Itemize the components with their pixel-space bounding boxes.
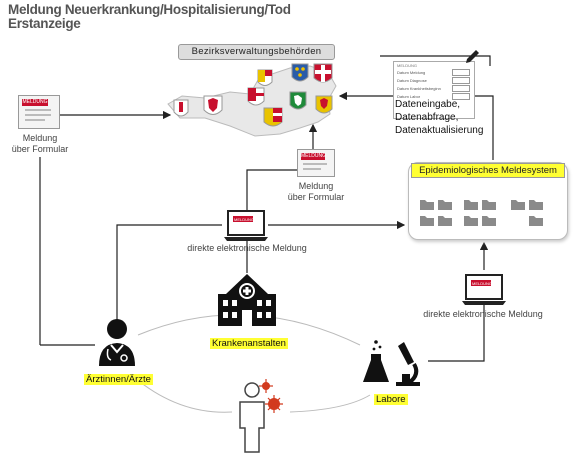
title-line-1: Meldung Neuerkrankung/Hospitalisierung/T… [8,2,291,17]
paper-form-mid: MELDUNG [297,149,335,177]
paper-form-mid-tag: MELDUNG [301,153,327,160]
doctors-label-wrap: Ärztinnen/Ärzte [84,369,153,387]
system-label: Epidemiologisches Meldesystem [411,163,565,178]
paper-form-left-label-2: über Formular [11,144,69,154]
lab-icon [363,340,420,386]
data-form-document: MELDUNG Datum Meldung Datum Diagnose Dat… [393,61,475,119]
coat-salzburg-icon [247,87,265,106]
folder-grid [420,200,543,226]
folder-icon [482,216,496,226]
folder-icon [529,216,543,226]
paper-form-left-tag: MELDUNG [22,99,48,106]
data-operations: Dateneingabe, Datenabfrage, Datenaktuali… [395,98,505,137]
title-line-2: Erstanzeige [8,16,81,31]
line-form-doc [380,55,491,66]
doctor-icon [99,319,135,366]
coat-vienna-icon [313,63,333,83]
coat-burgenland-icon [315,95,333,114]
hospital-icon [218,274,276,326]
folder-icon [529,200,543,210]
coat-carinthia-icon [263,107,283,127]
line-labs-laptop [428,305,485,362]
form-field-2: Datum Diagnose [397,78,427,83]
data-op-entry: Dateneingabe, [395,99,461,110]
coat-styria-icon [289,91,307,110]
curve-left [134,377,233,413]
folder-icon [438,216,452,226]
data-op-update: Datenaktualisierung [395,125,484,136]
folder-icon [438,200,452,210]
laptop-right-icon [462,274,506,305]
folder-icon [482,200,496,210]
paper-form-mid-label-2: über Formular [287,192,345,202]
laptop-mid-icon [224,210,268,241]
arrow-system-authorities [338,91,494,160]
virus-icon [259,379,283,413]
austria-map [167,63,337,137]
coat-lower-austria-icon [291,63,309,82]
hospitals-label: Krankenanstalten [210,338,288,349]
page-title: Meldung Neuerkrankung/Hospitalisierung/T… [8,3,291,31]
data-op-query: Datenabfrage, [395,112,459,123]
folder-icon [511,200,525,210]
form-field-3: Datum Krankheitsbeginn [397,86,441,91]
curve-right [289,394,371,413]
doctors-label: Ärztinnen/Ärzte [84,374,153,385]
line-laptop-form [246,169,300,210]
paper-form-left-label-1: Meldung [22,133,58,143]
authorities-label: Bezirksverwaltungsbehörden [178,44,335,60]
coat-tirol-icon [203,95,223,115]
laptop-right-label: direkte elektronische Meldung [423,309,543,319]
folder-icon [464,216,478,226]
labs-label-wrap: Labore [374,389,408,407]
folder-icon [464,200,478,210]
labs-label: Labore [374,394,408,405]
folder-icon [420,200,434,210]
paper-form-mid-label-1: Meldung [298,181,334,191]
line-doctors-laptop [116,224,222,325]
form-field-1: Datum Meldung [397,70,426,75]
paper-form-left-label: Meldung über Formular [8,133,72,155]
paper-form-left: MELDUNG [18,95,60,129]
form-doc-tag: MELDUNG [397,63,418,68]
pen-icon [466,50,479,63]
laptop-mid-tag: MELDUNG [234,217,255,222]
laptop-mid-label: direkte elektronische Meldung [187,243,307,253]
laptop-right-tag: MELDUNG [472,281,493,286]
patient-icon [239,379,283,453]
hospitals-label-wrap: Krankenanstalten [210,333,288,351]
coat-upper-austria-icon [257,69,273,86]
folder-icon [420,216,434,226]
paper-form-mid-label: Meldung über Formular [280,181,352,203]
form-field-4: Datum Labor [397,94,421,99]
coat-vorarlberg-icon [173,99,189,117]
